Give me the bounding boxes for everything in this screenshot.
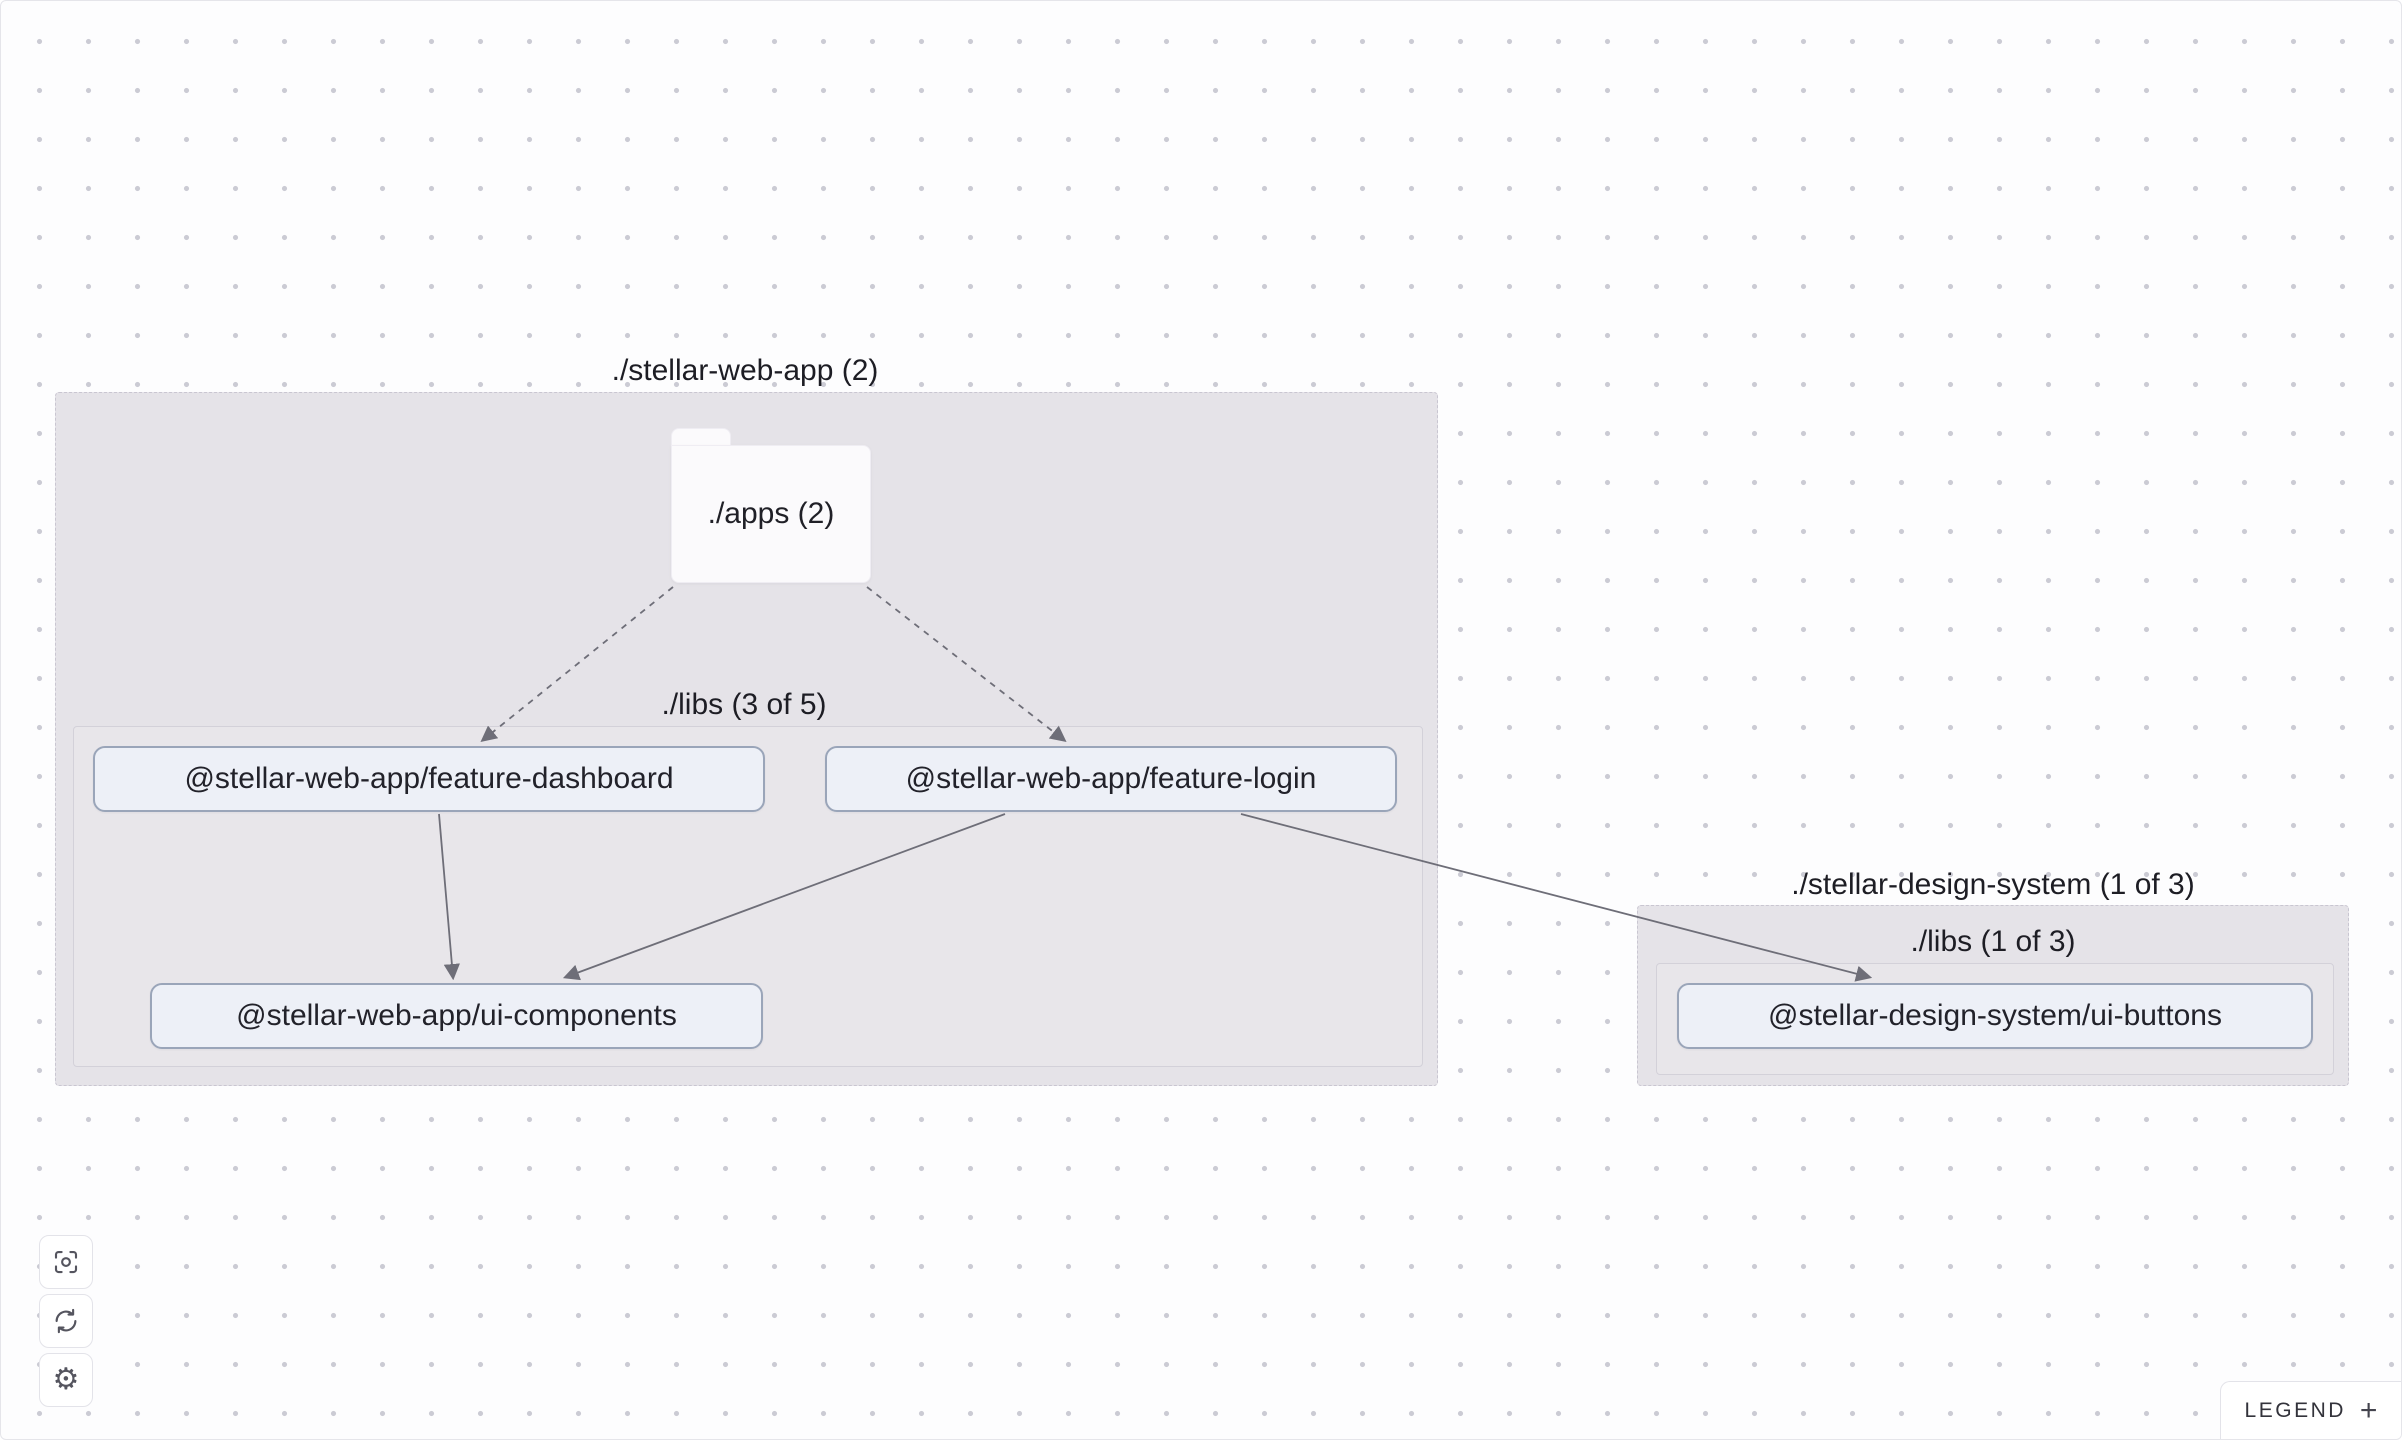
gear-icon: ⚙ xyxy=(52,1362,80,1397)
project-node-label: @stellar-web-app/feature-login xyxy=(905,762,1317,795)
project-node-label: @stellar-design-system/ui-buttons xyxy=(1768,999,2222,1032)
legend-label: LEGEND xyxy=(2244,1398,2346,1422)
settings-button[interactable]: ⚙ xyxy=(39,1353,93,1407)
scan-focus-icon xyxy=(54,1250,78,1274)
apps-folder-label: ./apps (2) xyxy=(707,497,835,530)
project-node-feature-dashboard[interactable]: @stellar-web-app/feature-dashboard xyxy=(93,746,765,812)
legend-button[interactable]: LEGEND + xyxy=(2220,1381,2401,1439)
apps-folder-node[interactable]: ./apps (2) xyxy=(671,445,871,583)
plus-icon: + xyxy=(2359,1393,2378,1427)
project-node-ui-components[interactable]: @stellar-web-app/ui-components xyxy=(150,983,763,1049)
group-label-design-system-libs: ./libs (1 of 3) xyxy=(1910,925,2076,958)
graph-toolbar: ⚙ xyxy=(39,1235,93,1407)
project-node-label: @stellar-web-app/ui-components xyxy=(236,999,677,1032)
refresh-button[interactable] xyxy=(39,1294,93,1348)
group-label-stellar-web-app: ./stellar-web-app (2) xyxy=(611,354,879,387)
focus-reset-button[interactable] xyxy=(39,1235,93,1289)
project-node-label: @stellar-web-app/feature-dashboard xyxy=(184,762,674,795)
refresh-icon xyxy=(55,1308,77,1334)
group-label-web-app-libs: ./libs (3 of 5) xyxy=(661,688,827,721)
project-node-ui-buttons[interactable]: @stellar-design-system/ui-buttons xyxy=(1677,983,2313,1049)
project-node-feature-login[interactable]: @stellar-web-app/feature-login xyxy=(825,746,1397,812)
group-label-stellar-design-system: ./stellar-design-system (1 of 3) xyxy=(1791,868,2195,901)
